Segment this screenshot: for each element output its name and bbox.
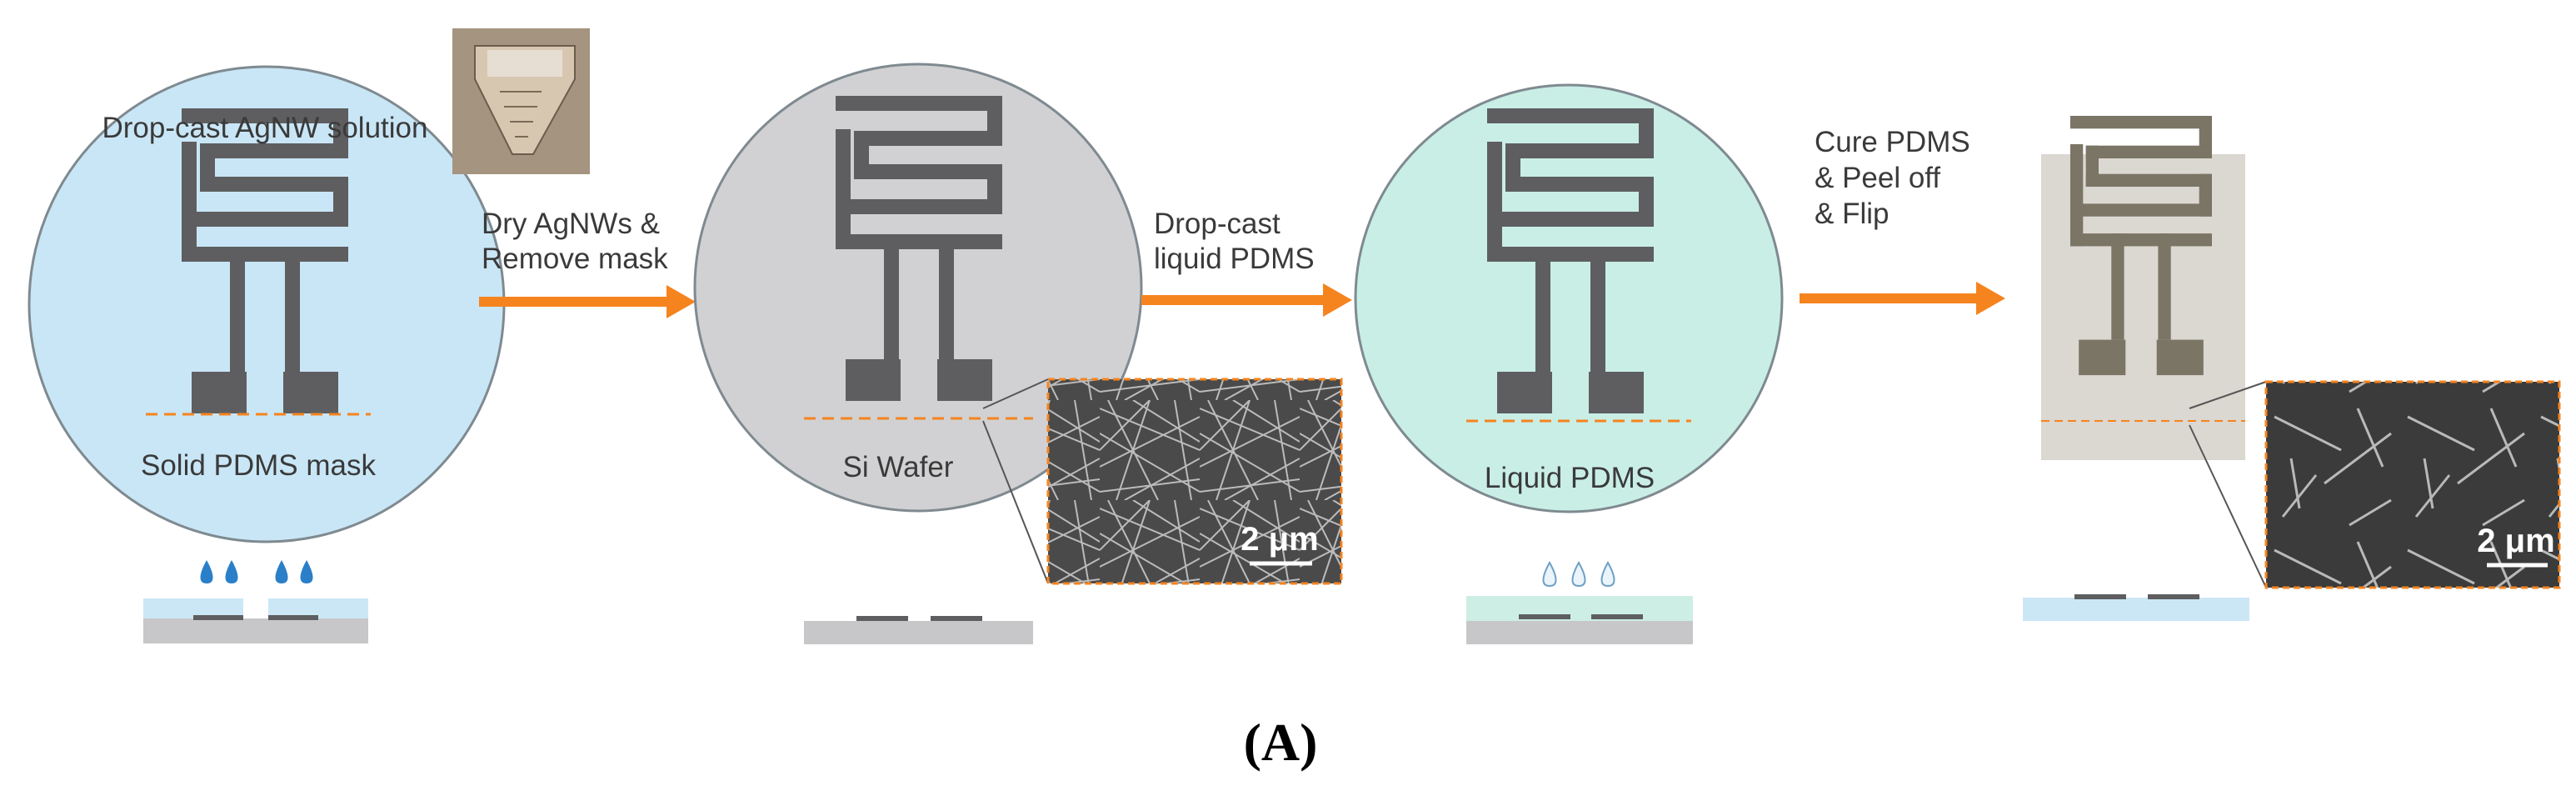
electrode-trace [1505,143,1654,158]
electrode-trace [2085,173,2212,187]
electrode-trace [230,247,245,372]
electrode-trace [836,96,1002,111]
liquid-droplet-icons [1542,560,1615,588]
electrode-trace [182,142,197,225]
step-1: Solid PDMS mask Drop-cast AgNW solution [27,28,590,643]
electrode-trace [2070,144,2084,215]
arrow-3-label-line-1: Cure PDMS [1815,126,1970,158]
electrode-trace [854,164,1002,179]
electrode-trace [884,234,899,359]
electrode-trace [182,212,348,227]
electrode-trace [1487,142,1502,225]
electrode-trace [182,108,348,123]
electrode-pad [2079,339,2126,376]
electrode-trace [836,129,851,213]
step-1-caption: Solid PDMS mask [141,449,377,482]
step-3-cross-section [1466,560,1693,644]
electrode-pad [1589,372,1644,413]
electrode-pad [283,372,338,413]
step-4: 2 μm [2023,116,2561,621]
step-1-title: Drop-cast AgNW solution [102,112,428,144]
electrode-pad [192,372,247,413]
agnw-tube-photo [452,28,590,174]
arrow-1-label-line-2: Remove mask [482,243,668,275]
electrode-trace [836,234,1002,249]
electrode-trace [2070,233,2212,247]
step-4-sem-scale: 2 μm [2477,523,2554,559]
step-2-sem-inset: 2 μm [1046,378,1343,585]
electrode-trace [1535,247,1550,372]
step-3-circle [1354,83,1784,513]
electrode-trace [2085,145,2212,158]
step-2-sem-scale: 2 μm [1241,521,1318,558]
arrow-3-label-line-2: & Peel off [1815,162,1940,194]
step-2-caption: Si Wafer [843,451,954,483]
electrode-pad [846,359,901,401]
device-photo [2041,116,2245,460]
arrow-2-label-line-2: liquid PDMS [1154,243,1315,275]
step-4-sem-inset: 2 μm [2264,380,2561,589]
arrow-1-label-line-1: Dry AgNWs & [482,208,660,240]
electrode-trace [1505,177,1654,192]
electrode-pad [1497,372,1552,413]
step-2-cross-section [804,616,1033,644]
step-3: Liquid PDMS [1354,83,1784,644]
electrode-trace [939,234,954,359]
electrode-trace [1487,108,1654,123]
step-3-electrode [1487,108,1654,413]
step-2-circle [693,63,1143,513]
electrode-trace [2111,233,2124,340]
electrode-trace [1590,247,1605,372]
electrode-trace [1487,212,1654,227]
step-1-cross-section [143,560,368,643]
step-2-electrode [836,96,1002,401]
electrode-trace [285,247,300,372]
electrode-trace [182,247,348,262]
electrode-trace [854,131,1002,146]
electrode-trace [836,199,1002,214]
figure-label: (A) [1244,713,1318,772]
electrode-trace [2070,203,2212,217]
arrow-1: Dry AgNWs & Remove mask [479,208,696,318]
electrode-trace [2070,116,2212,129]
step-4-cross-section [2023,594,2249,621]
electrode-trace [200,143,348,158]
step-3-caption: Liquid PDMS [1485,462,1655,494]
electrode-trace [200,177,348,192]
arrow-3-label-line-3: & Flip [1815,198,1889,230]
step-1-electrode [182,108,348,413]
arrow-2: Drop-cast liquid PDMS [1141,208,1352,317]
electrode-pad [2156,339,2204,376]
electrode-trace [1487,247,1654,262]
arrow-3: Cure PDMS & Peel off & Flip [1800,126,2005,315]
arrow-2-label-line-1: Drop-cast [1154,208,1281,240]
electrode-pad [937,359,992,401]
step-2: Si Wafer 2 μm [693,63,1343,644]
droplet-icons [200,560,313,583]
electrode-trace [2158,233,2171,340]
